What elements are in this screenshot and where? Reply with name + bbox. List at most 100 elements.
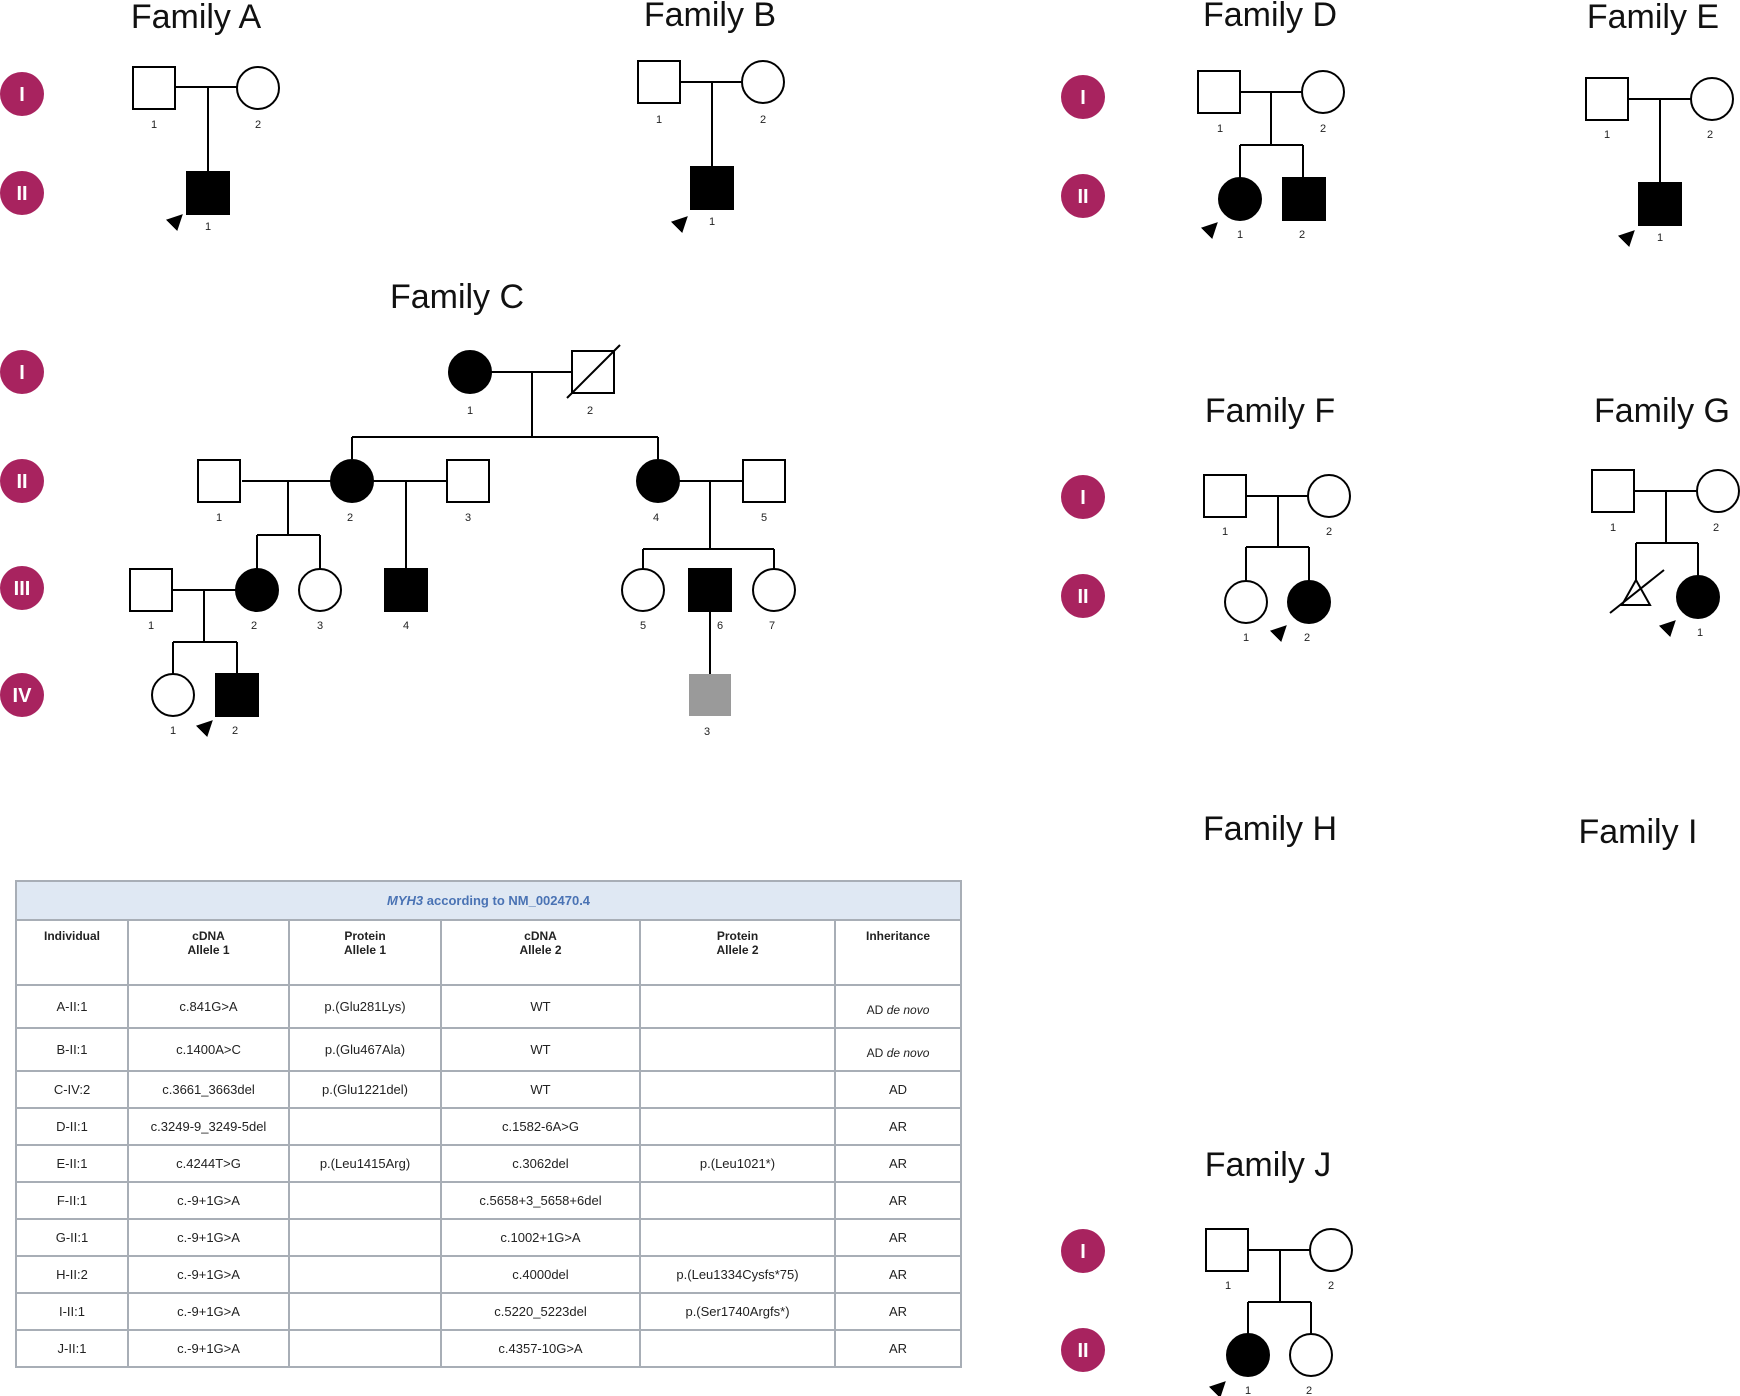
cell-inheritance: AR	[833, 1218, 963, 1257]
d-ii-1-affected-female	[1218, 177, 1262, 221]
a-ii-1-affected-male	[186, 171, 230, 215]
cell-cdna-1: c.-9+1G>A	[127, 1329, 290, 1368]
table-caption: MYH3 according to NM_002470.4	[14, 880, 963, 921]
d-proband-arrow-icon	[1200, 222, 1218, 240]
family-a: Family A 1 2 1	[131, 0, 280, 233]
c-label: 2	[232, 725, 238, 737]
j-i-2-female	[1309, 1228, 1353, 1272]
gen-badge	[0, 673, 44, 717]
gen-badge-label: I	[1080, 1241, 1086, 1263]
cell-inheritance: AR	[833, 1329, 963, 1368]
c-iii-3-female	[298, 568, 342, 612]
cell-protein-1: p.(Glu281Lys)	[288, 984, 442, 1029]
a-label: 2	[255, 119, 261, 131]
g-proband-arrow-icon	[1658, 620, 1676, 638]
gen-badge	[0, 459, 44, 503]
cell-cdna-1: c.-9+1G>A	[127, 1218, 290, 1257]
g-label: 1	[1697, 627, 1703, 639]
c-iv-1-female	[151, 673, 195, 717]
cell-cdna-1: c.-9+1G>A	[127, 1255, 290, 1294]
c-label: 3	[317, 620, 323, 632]
c-label: 7	[769, 620, 775, 632]
b-i-1-male	[637, 60, 681, 104]
family-a-title: Family A	[131, 0, 262, 36]
c-label: 3	[465, 512, 471, 524]
gen-badge	[0, 566, 44, 610]
c-label: 5	[761, 512, 767, 524]
cell-individual: A-II:1	[15, 984, 129, 1029]
cell-inheritance: AR	[833, 1181, 963, 1220]
j-ii-1-affected-female	[1226, 1333, 1270, 1377]
caption-gene: MYH3	[387, 893, 424, 908]
generation-badges: I II I II III IV I II I II I II	[0, 72, 1105, 717]
d-label: 2	[1299, 229, 1305, 241]
cell-cdna-1: c.1400A>C	[127, 1027, 290, 1072]
family-f-title: Family F	[1205, 392, 1335, 430]
cell-protein-2	[639, 984, 836, 1029]
cell-protein-1: p.(Glu467Ala)	[288, 1027, 442, 1072]
b-label: 1	[656, 114, 662, 126]
c-proband-arrow-icon	[195, 720, 213, 738]
c-ii-3-male	[446, 459, 490, 503]
e-label: 1	[1657, 232, 1663, 244]
cell-protein-2: p.(Leu1334Cysfs*75)	[639, 1255, 836, 1294]
a-i-1-male	[132, 66, 176, 110]
family-b-title: Family B	[644, 0, 776, 34]
cell-individual: G-II:1	[15, 1218, 129, 1257]
c-label: 3	[704, 726, 710, 738]
gen-badge-label: I	[1080, 487, 1086, 509]
gen-badge-label: I	[19, 362, 25, 384]
cell-protein-2	[639, 1107, 836, 1146]
cell-inheritance: AD	[833, 1070, 963, 1109]
c-label: 1	[216, 512, 222, 524]
cell-protein-1: p.(Glu1221del)	[288, 1070, 442, 1109]
d-ii-2-affected-male	[1282, 177, 1326, 221]
family-g: Family G 1 2 1	[1591, 392, 1740, 639]
cell-protein-2	[639, 1329, 836, 1368]
cell-cdna-2: c.5658+3_5658+6del	[440, 1181, 641, 1220]
cell-protein-2	[639, 1070, 836, 1109]
family-c: Family C	[129, 278, 796, 738]
cell-individual: E-II:1	[15, 1144, 129, 1183]
c-label: 1	[148, 620, 154, 632]
cell-cdna-2: c.3062del	[440, 1144, 641, 1183]
gen-badge	[0, 350, 44, 394]
cell-inheritance: AD de novo	[833, 1027, 963, 1072]
c-label: 4	[653, 512, 659, 524]
cell-protein-1	[288, 1218, 442, 1257]
family-e: Family E 1 2 1	[1585, 0, 1734, 248]
e-proband-arrow-icon	[1617, 230, 1635, 248]
e-i-2-female	[1690, 77, 1734, 121]
c-ii-4-affected-female	[636, 459, 680, 503]
cell-inheritance: AR	[833, 1144, 963, 1183]
a-label: 1	[151, 119, 157, 131]
family-g-title: Family G	[1594, 392, 1730, 430]
b-ii-1-affected-male	[690, 166, 734, 210]
d-label: 1	[1217, 123, 1223, 135]
c-iii-7-female	[752, 568, 796, 612]
header-individual: Individual	[15, 919, 129, 986]
gen-badge-label: IV	[13, 685, 33, 707]
cell-cdna-2: WT	[440, 1027, 641, 1072]
j-ii-2-female	[1289, 1333, 1333, 1377]
j-label: 1	[1245, 1385, 1251, 1396]
cell-cdna-1: c.3249-9_3249-5del	[127, 1107, 290, 1146]
c-label: 4	[403, 620, 409, 632]
c-iii-5-female	[621, 568, 665, 612]
d-i-1-male	[1197, 70, 1241, 114]
cell-inheritance: AR	[833, 1292, 963, 1331]
family-i-title: Family I	[1579, 813, 1698, 851]
c-ii-2-affected-female	[330, 459, 374, 503]
gen-badge-label: II	[1077, 586, 1088, 608]
cell-cdna-2: WT	[440, 1070, 641, 1109]
c-iii-1-male	[129, 568, 173, 612]
e-i-1-male	[1585, 77, 1629, 121]
cell-individual: H-II:2	[15, 1255, 129, 1294]
e-label: 2	[1707, 129, 1713, 141]
cell-protein-2: p.(Ser1740Argfs*)	[639, 1292, 836, 1331]
